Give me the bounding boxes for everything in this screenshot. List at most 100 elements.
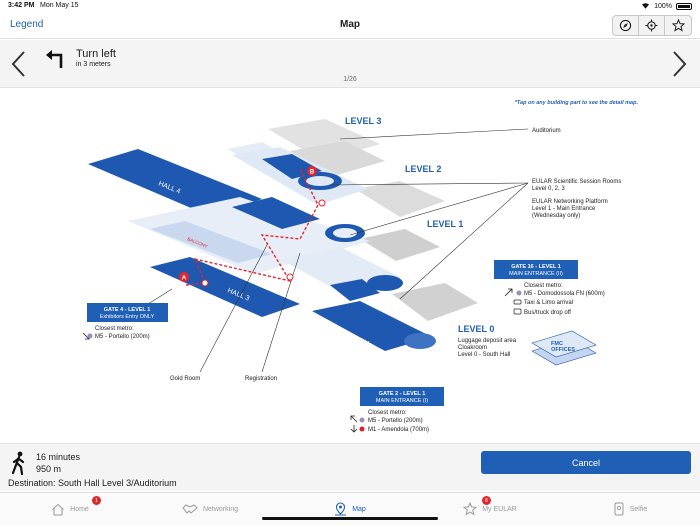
locate-icon: [645, 19, 658, 32]
step-counter: 1/26: [343, 76, 357, 83]
nav-bar: Legend Map: [0, 12, 700, 39]
wifi-icon: [641, 2, 650, 11]
status-date: Mon May 15: [40, 2, 79, 9]
battery-percent: 100%: [654, 3, 672, 10]
chevron-left-icon: [11, 51, 25, 77]
start-marker-label: A: [182, 275, 187, 282]
metro-m5-dot: [87, 333, 93, 339]
level-0-label: LEVEL 0: [458, 324, 494, 334]
end-marker[interactable]: B: [307, 166, 317, 176]
level-2-rotunda-inner: [306, 176, 334, 186]
compass-button[interactable]: [613, 16, 639, 35]
networking-sub: Level 1 - Main Entrance: [532, 206, 596, 212]
fmc-label-2: OFFICES: [551, 347, 575, 353]
turn-left-icon: [44, 47, 66, 74]
status-bar: 3:42 PM Mon May 15 100%: [0, 0, 700, 12]
registration-label: Registration: [245, 376, 277, 382]
previous-step-button[interactable]: [10, 50, 26, 83]
level-1-blue-block[interactable]: [232, 197, 320, 229]
tab-selfie[interactable]: Selfie: [560, 493, 700, 525]
tab-networking[interactable]: Networking: [140, 493, 280, 525]
gate-4-title: GATE 4 - LEVEL 1: [104, 307, 151, 313]
venue-map[interactable]: LEVEL 3 LEVEL 2 LEVEL 1 LEVEL 0 HALL 4 H…: [0, 89, 700, 442]
gate-2-title: GATE 2 - LEVEL 1: [379, 391, 426, 397]
level-0-slab[interactable]: [392, 283, 478, 321]
south-hall-level-label: Level 0 - South Hall: [458, 352, 510, 358]
route-waypoint: [201, 279, 209, 287]
venue-map-drawing[interactable]: LEVEL 3 LEVEL 2 LEVEL 1 LEVEL 0 HALL 4 H…: [0, 89, 700, 442]
route-path: [185, 168, 319, 286]
level-2-label: LEVEL 2: [405, 164, 441, 174]
south-hall-rotunda[interactable]: [404, 333, 436, 349]
level-3-upper[interactable]: [290, 141, 385, 177]
eular-sessions-levels: Level 0, 2, 3: [532, 186, 565, 192]
metro-m5-dot: [359, 417, 365, 423]
compass-icon: [619, 19, 632, 32]
hall-3-east-block[interactable]: [330, 279, 380, 301]
fmc-label-1: FMC: [551, 341, 563, 347]
metro-m5-dot: [516, 290, 522, 296]
level-2-slab[interactable]: [355, 181, 445, 217]
battery-icon: [676, 3, 692, 10]
gate-2-box[interactable]: GATE 2 - LEVEL 1 MAIN ENTRANCE (I): [360, 387, 444, 406]
fmc-offices-top[interactable]: [531, 330, 597, 358]
level-1-label: LEVEL 1: [427, 219, 463, 229]
star-icon: [671, 19, 685, 32]
auditorium-label: Auditorium: [532, 128, 561, 134]
tab-home[interactable]: 1 Home: [0, 493, 140, 525]
gate-4-box[interactable]: GATE 4 - LEVEL 1 Exhibitors Entry ONLY: [87, 303, 168, 322]
legend-button[interactable]: Legend: [10, 19, 44, 30]
tab-bar: 1 Home Networking Map 6 My EULAR Selfie: [0, 492, 700, 525]
gate-2-metro-2: M1 - Amendola (700m): [368, 427, 429, 433]
chevron-right-icon: [673, 51, 687, 77]
gate-2-metro-1: M5 - Portello (200m): [368, 418, 423, 424]
gate-4-metro-label: Closest metro:: [95, 326, 134, 332]
start-marker[interactable]: A: [179, 272, 189, 282]
tab-networking-label: Networking: [202, 505, 238, 513]
page-title: Map: [340, 19, 360, 30]
star-icon: [463, 502, 478, 516]
taxi-icon: [513, 299, 522, 305]
tab-my-eular[interactable]: 6 My EULAR: [420, 493, 560, 525]
level-1-slab[interactable]: [360, 229, 440, 261]
instruction-distance: in 3 meters: [76, 61, 111, 68]
level-2-blue-rooms[interactable]: [262, 154, 322, 179]
networking-label: EULAR Networking Platform: [532, 199, 608, 205]
status-time: 3:42 PM: [8, 2, 35, 9]
level-1-rotunda-inner: [333, 228, 357, 238]
south-hall-floor[interactable]: [312, 301, 432, 351]
cancel-button[interactable]: Cancel: [481, 451, 691, 474]
handshake-icon: [182, 504, 198, 514]
arrow-up-left-icon: [350, 415, 358, 423]
route-waypoint: [318, 199, 326, 207]
eular-sessions-label: EULAR Scientific Session Rooms: [532, 179, 621, 185]
home-badge: 1: [92, 496, 101, 505]
level-1-east-rotunda[interactable]: [367, 275, 403, 291]
hall-3-floor[interactable]: [150, 257, 300, 317]
networking-sub2: (Wednesday only): [532, 213, 580, 219]
home-indicator[interactable]: [262, 517, 438, 520]
metro-m1-dot: [359, 426, 365, 432]
next-step-button[interactable]: [672, 50, 688, 83]
gate-16-box[interactable]: GATE 16 - LEVEL 1 MAIN ENTRANCE (II): [494, 260, 578, 279]
balcony-strip[interactable]: [150, 221, 272, 263]
gate-16-metro-label: Closest metro:: [524, 283, 563, 289]
gate-4-metro: M5 - Portello (200m): [95, 334, 150, 340]
status-right: 100%: [641, 2, 692, 11]
locate-button[interactable]: [639, 16, 665, 35]
map-hint: *Tap on any building part to see the det…: [515, 100, 639, 106]
gate-16-title: GATE 16 - LEVEL 1: [511, 264, 561, 270]
route-waypoint: [286, 273, 294, 281]
arrow-up-right-icon: [504, 288, 513, 297]
tab-map[interactable]: Map: [280, 493, 420, 525]
instruction-text: Turn left: [76, 48, 116, 60]
hall-4-floor[interactable]: [88, 149, 262, 217]
leader-lines: [147, 128, 529, 373]
gate-16-metro: M5 - Domodossola FN (600m): [524, 291, 605, 297]
favorite-button[interactable]: [665, 16, 691, 35]
cloakroom-label: Cloakroom: [458, 345, 487, 351]
route-duration: 16 minutes: [36, 452, 81, 462]
tab-map-label: Map: [352, 505, 366, 513]
end-marker-label: B: [310, 169, 315, 176]
tab-my-eular-label: My EULAR: [482, 505, 517, 513]
